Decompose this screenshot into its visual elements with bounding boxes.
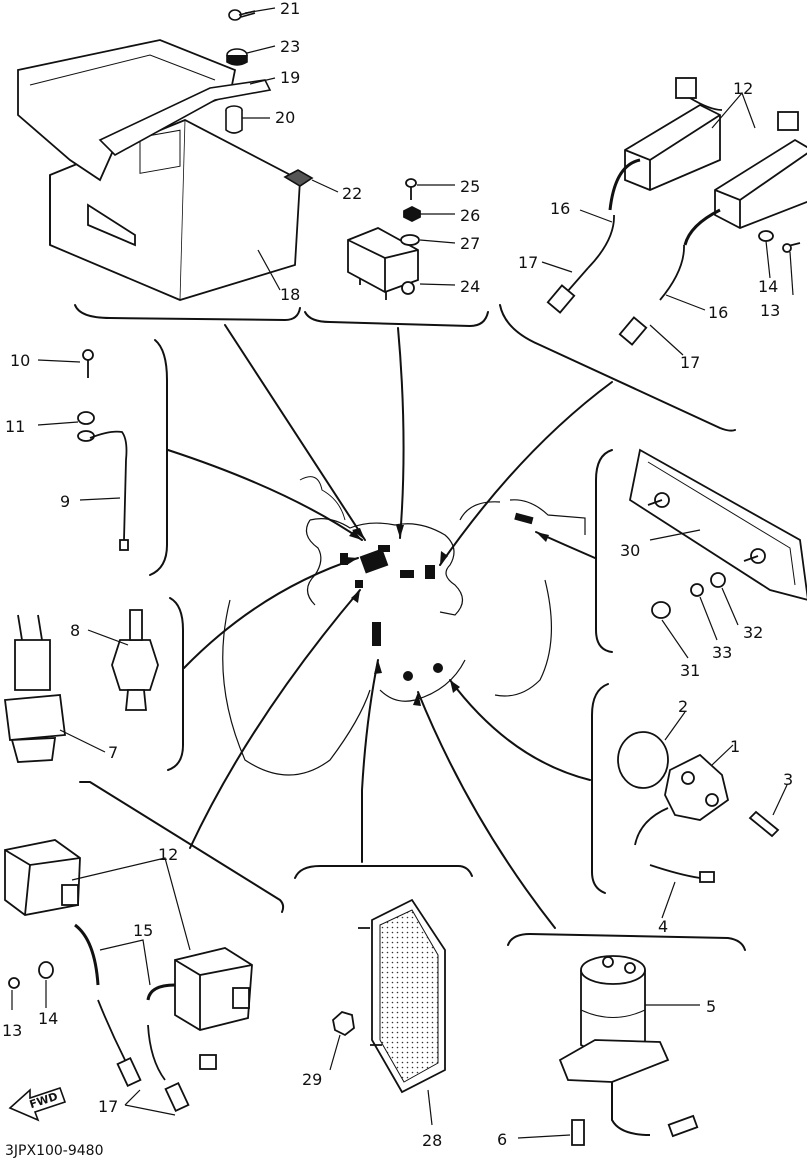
part-label-21: 21 xyxy=(280,0,300,18)
switches xyxy=(3,609,159,763)
coils-lower-leaders xyxy=(11,857,191,1116)
leader-pump xyxy=(417,691,556,929)
bracket-license xyxy=(595,449,613,653)
bracket-coils-upper xyxy=(499,304,736,432)
part-label-7: 7 xyxy=(108,743,118,762)
ground-leaders xyxy=(37,359,121,501)
part-label-9: 9 xyxy=(60,492,70,511)
bracket-relay xyxy=(304,311,489,327)
leader-coils-upper xyxy=(439,381,613,566)
leader-switches xyxy=(183,557,359,669)
bracket-ground xyxy=(149,339,168,576)
reflector xyxy=(332,898,446,1094)
part-label-26: 26 xyxy=(460,206,480,225)
bracket-pump xyxy=(507,933,746,951)
part-label-15: 15 xyxy=(133,921,153,940)
bracket-ecu xyxy=(74,304,301,321)
license-light xyxy=(628,448,807,619)
part-label-18: 18 xyxy=(280,285,300,304)
relay-unit xyxy=(347,178,421,300)
part-label-5: 5 xyxy=(706,997,716,1016)
part-label-20: 20 xyxy=(275,108,295,127)
leader-relay xyxy=(397,327,405,539)
part-label-1: 1 xyxy=(730,737,740,756)
relay-leaders xyxy=(417,184,456,286)
part-label-30: 30 xyxy=(620,541,640,560)
part-label-32: 32 xyxy=(743,623,763,642)
part-label-24: 24 xyxy=(460,277,480,296)
part-label-28: 28 xyxy=(422,1131,442,1150)
part-label-17-upper: 17 xyxy=(518,253,538,272)
part-label-27: 27 xyxy=(460,234,480,253)
part-label-8: 8 xyxy=(70,621,80,640)
part-label-16-upper: 16 xyxy=(550,199,570,218)
bracket-sensor xyxy=(591,683,609,894)
ecu-leaders xyxy=(242,7,339,291)
fwd-arrow-icon: FWD xyxy=(8,1086,67,1122)
part-label-3: 3 xyxy=(783,770,793,789)
diagram-code: 3JPX100-9480 xyxy=(5,1143,103,1158)
part-label-2: 2 xyxy=(678,697,688,716)
part-label-19: 19 xyxy=(280,68,300,87)
leader-sensor xyxy=(449,679,591,781)
frame-outline xyxy=(222,476,586,776)
ground-lead xyxy=(77,349,129,551)
part-label-29: 29 xyxy=(302,1070,322,1089)
part-label-12-upper: 12 xyxy=(733,79,753,98)
bracket-switches xyxy=(167,597,184,771)
mount-bracket-19 xyxy=(98,79,272,156)
small-parts-ecu xyxy=(225,9,314,187)
part-label-14-lower: 14 xyxy=(38,1009,58,1028)
bracket-coils-lower xyxy=(79,781,285,913)
bracket-reflector xyxy=(294,865,473,879)
coils-upper xyxy=(546,77,807,346)
part-label-17-lower: 17 xyxy=(98,1097,118,1116)
switch-leaders xyxy=(59,629,129,753)
reflector-leaders xyxy=(329,1034,433,1126)
part-label-11: 11 xyxy=(5,417,25,436)
part-label-23: 23 xyxy=(280,37,300,56)
part-labels: 21 23 19 20 22 18 25 26 27 24 12 16 17 1… xyxy=(2,0,793,1150)
sensor-leaders xyxy=(661,711,788,919)
license-leaders xyxy=(649,529,739,659)
part-label-14-upper: 14 xyxy=(758,277,778,296)
coils-upper-leaders xyxy=(541,91,794,356)
leader-ground xyxy=(167,449,363,541)
part-label-13-lower: 13 xyxy=(2,1021,22,1040)
coils-lower xyxy=(4,839,253,1113)
part-label-4: 4 xyxy=(658,917,668,936)
frame-components xyxy=(340,512,534,681)
ecu-unit xyxy=(49,119,301,301)
part-label-22: 22 xyxy=(342,184,362,203)
part-label-31: 31 xyxy=(680,661,700,680)
pump-leaders xyxy=(517,1004,700,1139)
part-label-17-mid: 17 xyxy=(680,353,700,372)
leader-ecu xyxy=(224,324,366,541)
part-label-25: 25 xyxy=(460,177,480,196)
part-label-6: 6 xyxy=(497,1130,507,1149)
part-label-33: 33 xyxy=(712,643,732,662)
leader-reflector xyxy=(361,659,379,863)
part-label-13-upper: 13 xyxy=(760,301,780,320)
fuel-pump xyxy=(558,955,699,1146)
part-label-16-lower: 16 xyxy=(708,303,728,322)
part-label-10: 10 xyxy=(10,351,30,370)
sensor xyxy=(617,731,780,883)
leader-coils-lower xyxy=(189,589,361,849)
part-label-12-lower: 12 xyxy=(158,845,178,864)
